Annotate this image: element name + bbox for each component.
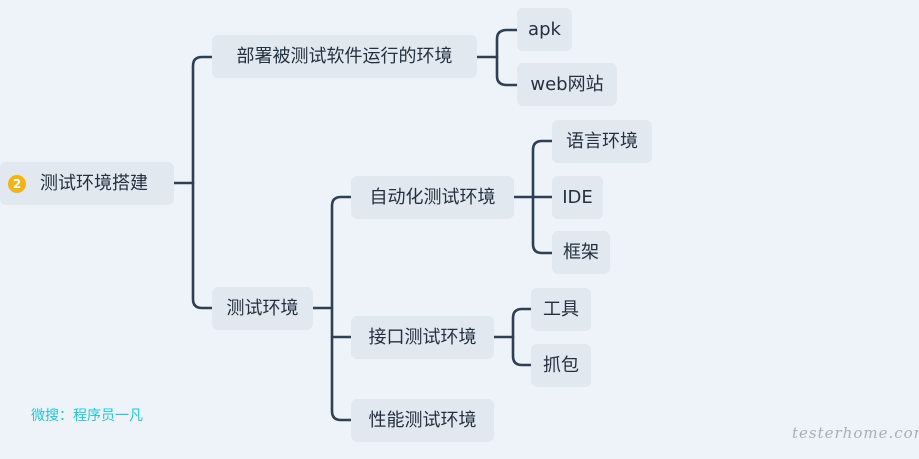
api-env-node[interactable]: 接口测试环境 — [351, 316, 494, 359]
ide-label: IDE — [562, 186, 593, 208]
capture-label: 抓包 — [543, 354, 579, 376]
wechat-search-watermark: 微搜：程序员一凡 — [31, 408, 143, 424]
tools-node[interactable]: 工具 — [531, 288, 591, 331]
priority-badge: 2 — [8, 174, 26, 193]
framework-node[interactable]: 框架 — [552, 231, 610, 274]
apk-node[interactable]: apk — [517, 8, 572, 51]
connector-api-env-branch — [511, 307, 533, 367]
web-node[interactable]: web网站 — [517, 63, 617, 106]
connector-deploy-branch — [495, 28, 519, 87]
auto-env-label: 自动化测试环境 — [369, 186, 496, 208]
perf-env-label: 性能测试环境 — [368, 409, 477, 431]
deploy-env-label: 部署被测试软件运行的环境 — [236, 45, 453, 67]
auto-env-node[interactable]: 自动化测试环境 — [351, 176, 514, 219]
web-label: web网站 — [530, 73, 604, 95]
api-env-label: 接口测试环境 — [368, 326, 477, 348]
site-watermark: testerhome.com — [792, 424, 919, 442]
connector-test-env-branch — [330, 195, 353, 422]
tools-label: 工具 — [543, 298, 579, 320]
deploy-env-node[interactable]: 部署被测试软件运行的环境 — [212, 35, 477, 78]
test-env-label: 测试环境 — [226, 297, 299, 319]
ide-node[interactable]: IDE — [552, 176, 603, 219]
lang-env-label: 语言环境 — [566, 130, 638, 152]
perf-env-node[interactable]: 性能测试环境 — [351, 399, 494, 442]
connector-level1-trunk — [191, 55, 214, 310]
capture-node[interactable]: 抓包 — [531, 344, 591, 387]
apk-label: apk — [528, 18, 561, 40]
root-node-label: 测试环境搭建 — [40, 172, 148, 194]
test-env-node[interactable]: 测试环境 — [212, 287, 313, 330]
framework-label: 框架 — [563, 241, 599, 263]
lang-env-node[interactable]: 语言环境 — [552, 120, 652, 163]
root-node[interactable]: 2 测试环境搭建 — [0, 162, 174, 205]
